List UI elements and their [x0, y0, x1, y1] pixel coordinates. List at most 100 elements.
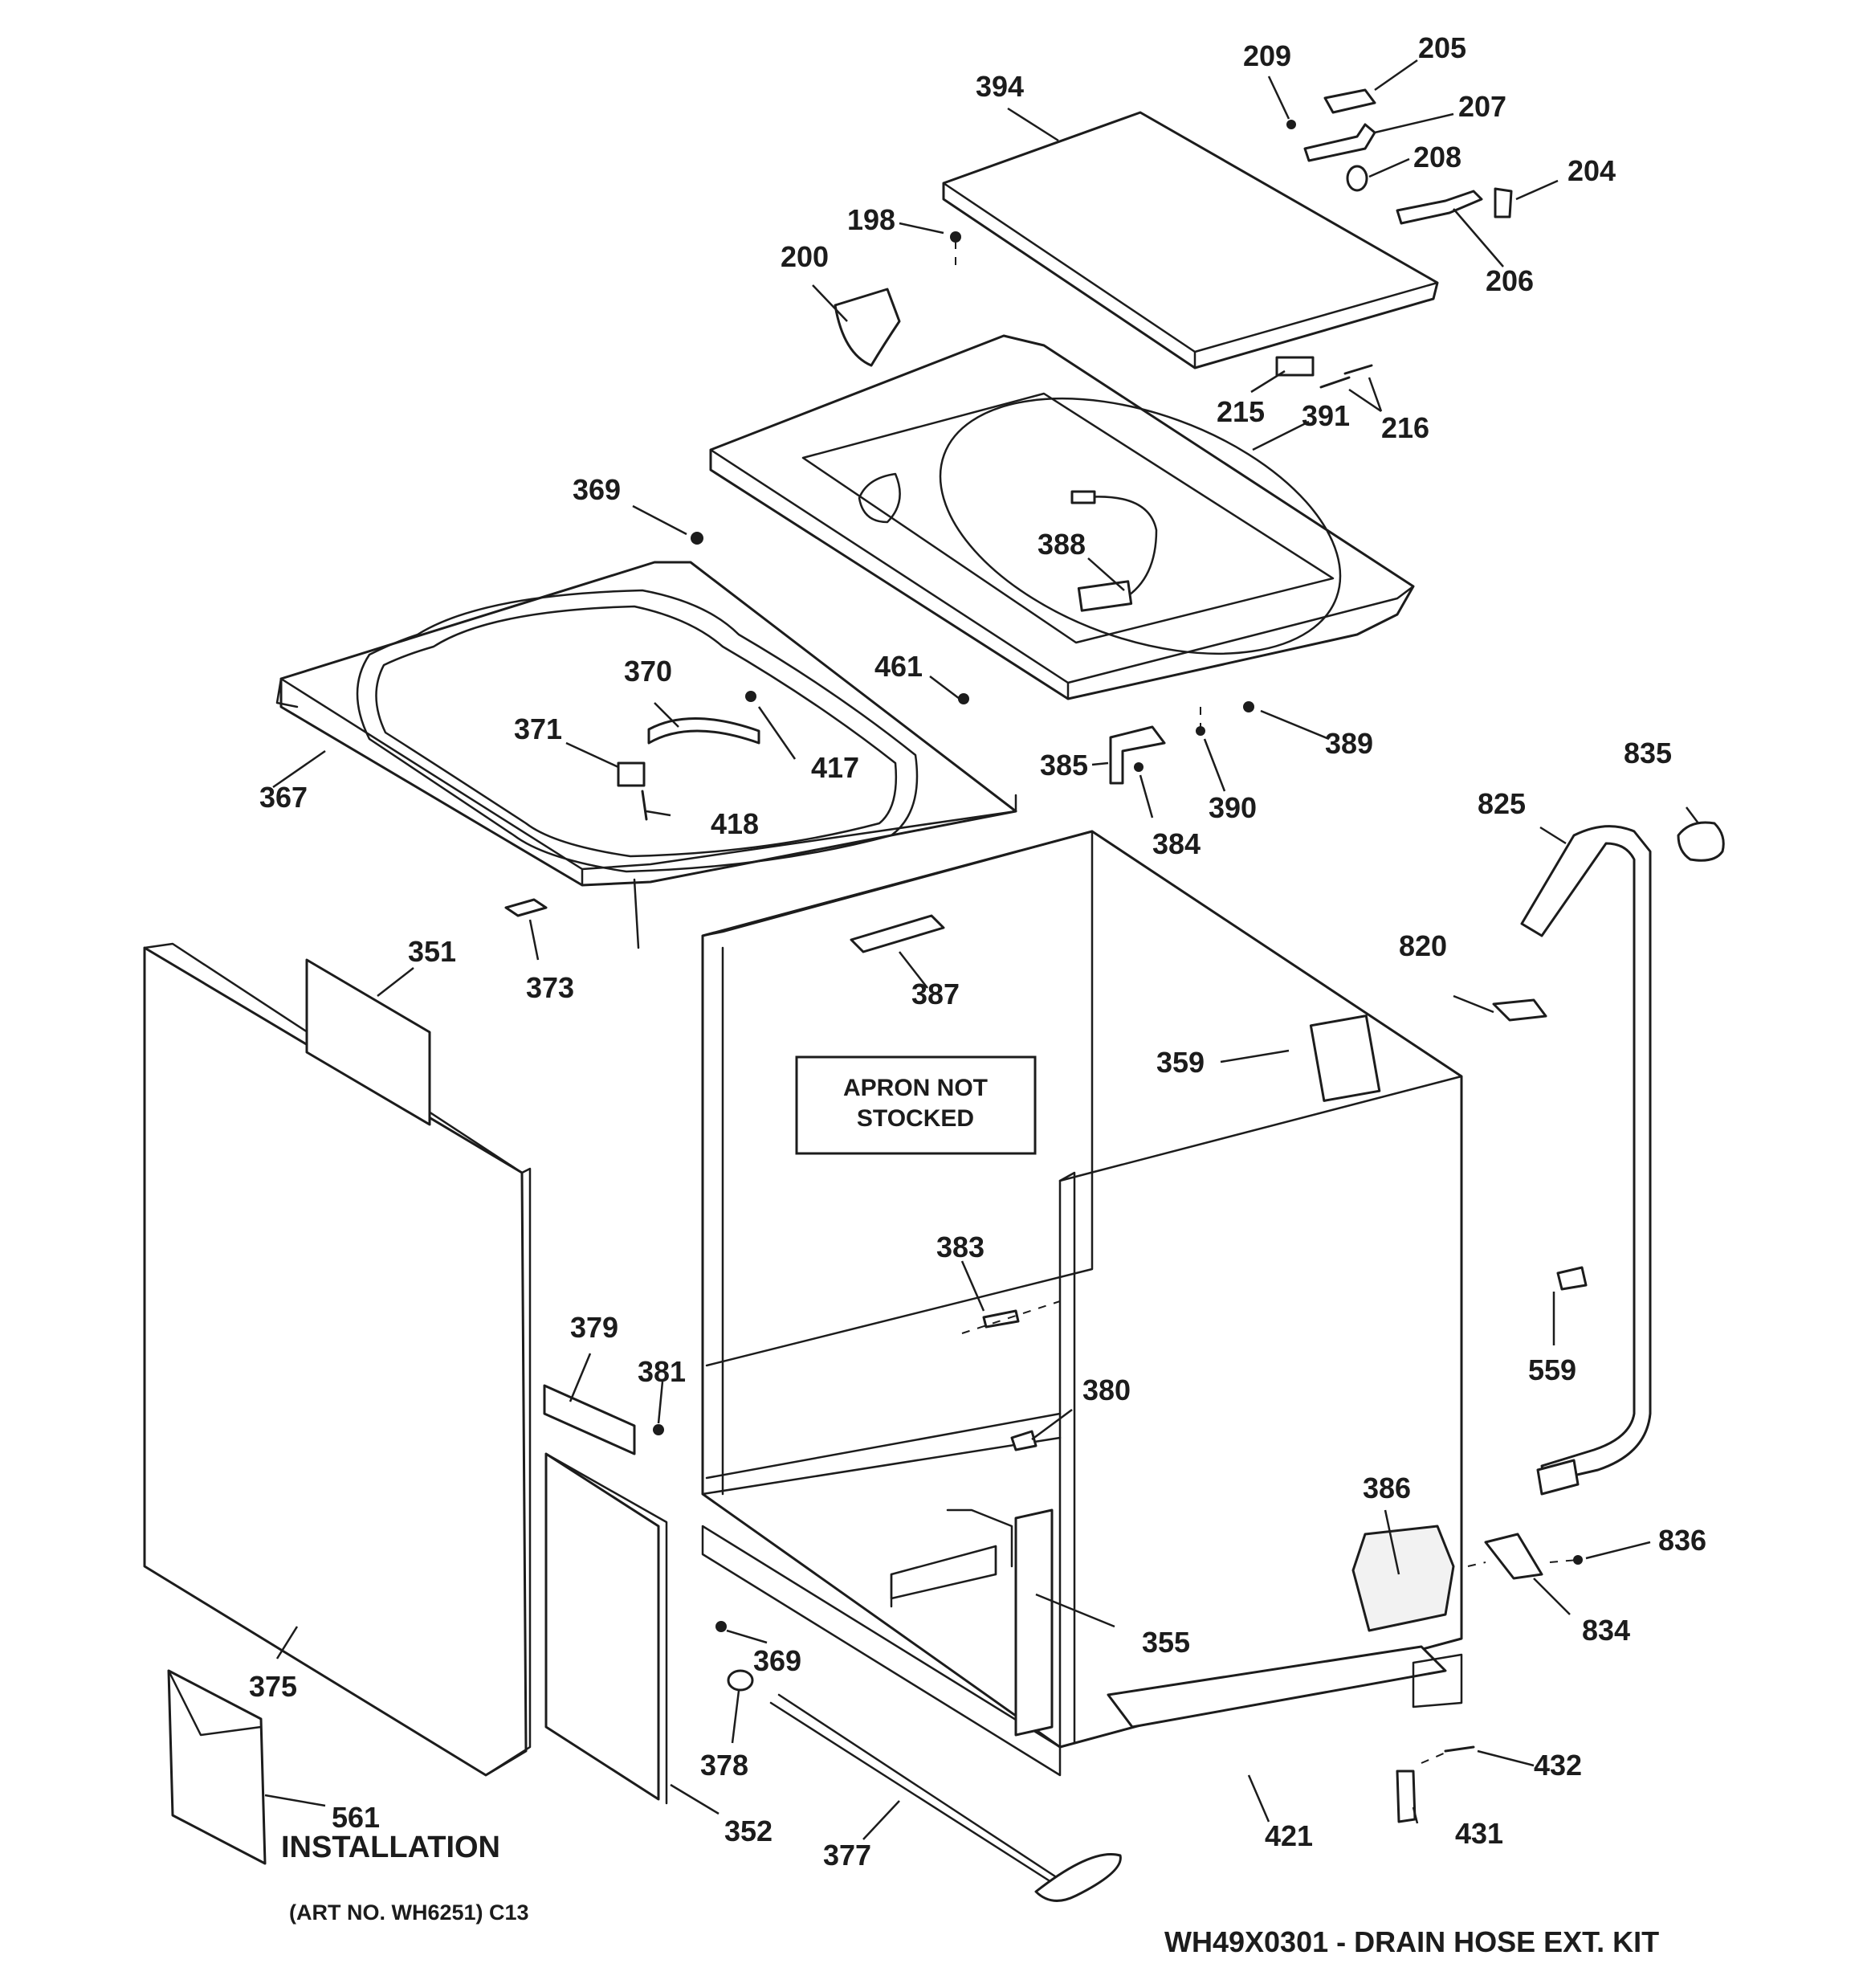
part-labels: 394 209 205 207 208 204 206 198 200 215 … — [249, 31, 1706, 1872]
apron-note-box — [795, 1055, 1037, 1155]
assembly-lines — [955, 241, 1579, 1764]
pin-432 — [1444, 1745, 1475, 1753]
label-559: 559 — [1528, 1353, 1576, 1386]
front-panel-375 — [143, 942, 532, 1777]
bracket-834 — [1484, 1533, 1543, 1580]
label-431: 431 — [1455, 1817, 1503, 1850]
label-387: 387 — [911, 978, 960, 1010]
screw-209 — [1286, 120, 1296, 129]
pin-383 — [982, 1309, 1020, 1329]
pad-215 — [1275, 356, 1315, 377]
leader-lines — [264, 59, 1699, 1840]
leveling-leg-431 — [1396, 1770, 1417, 1823]
label-369-bottom: 369 — [753, 1644, 801, 1677]
label-417: 417 — [811, 751, 859, 784]
label-379: 379 — [570, 1311, 618, 1344]
label-207: 207 — [1458, 90, 1506, 123]
screws-216 — [1319, 364, 1373, 389]
label-820: 820 — [1399, 929, 1447, 962]
clamp-820 — [1492, 998, 1547, 1022]
label-370: 370 — [624, 655, 672, 688]
label-825: 825 — [1478, 787, 1526, 820]
rod-377 — [769, 1693, 1122, 1902]
cabinet — [701, 830, 1463, 1777]
hinge-206 — [1396, 190, 1483, 225]
screw-461 — [958, 693, 969, 704]
kick-panel-352 — [544, 1452, 668, 1805]
apron-note-line2: STOCKED — [857, 1105, 974, 1132]
screw-369-top — [691, 532, 703, 545]
label-378: 378 — [700, 1749, 748, 1782]
label-359: 359 — [1156, 1046, 1205, 1079]
clamp-835 — [1677, 821, 1725, 862]
label-386: 386 — [1363, 1472, 1411, 1504]
screw-418 — [641, 790, 648, 821]
apron-note: APRON NOT STOCKED — [795, 1055, 1037, 1155]
clip-380 — [1010, 1430, 1037, 1451]
top-panel-391 — [709, 334, 1415, 700]
screw-417 — [745, 691, 756, 702]
top-frame-367 — [275, 561, 1017, 949]
label-352: 352 — [724, 1815, 773, 1847]
screw-198 — [950, 231, 961, 243]
screw-390 — [1196, 726, 1205, 736]
hinge-207 — [1303, 123, 1376, 162]
label-432: 432 — [1534, 1749, 1582, 1782]
label-200: 200 — [781, 240, 829, 273]
label-835: 835 — [1624, 737, 1672, 769]
label-381: 381 — [638, 1355, 686, 1388]
kit-note: WH49X0301 - DRAIN HOSE EXT. KIT — [1164, 1925, 1659, 1958]
bracket-204 — [1494, 187, 1513, 218]
bushing-208 — [1346, 165, 1368, 192]
label-373: 373 — [526, 971, 574, 1004]
label-208: 208 — [1413, 141, 1461, 173]
label-391: 391 — [1302, 399, 1350, 432]
installation-label: INSTALLATION — [281, 1831, 500, 1864]
screw-369-bottom — [715, 1621, 727, 1632]
apron-note-line1: APRON NOT — [843, 1075, 988, 1101]
label-209: 209 — [1243, 39, 1291, 72]
label-351: 351 — [408, 935, 456, 968]
clip-373 — [504, 898, 548, 917]
label-390: 390 — [1209, 791, 1257, 824]
label-388: 388 — [1037, 528, 1086, 561]
art-number: (ART NO. WH6251) C13 — [289, 1900, 529, 1925]
label-383: 383 — [936, 1231, 984, 1263]
label-385: 385 — [1040, 749, 1088, 782]
installation-packet-561 — [167, 1669, 267, 1865]
drain-hose-825 — [1520, 821, 1725, 1496]
screw-389 — [1243, 701, 1254, 712]
label-206: 206 — [1486, 264, 1534, 297]
label-198: 198 — [847, 203, 895, 236]
screw-384 — [1134, 762, 1143, 772]
label-836: 836 — [1658, 1524, 1706, 1557]
label-215: 215 — [1217, 395, 1265, 428]
harness-connector-388 — [1070, 490, 1096, 504]
label-377: 377 — [823, 1839, 871, 1872]
label-369-top: 369 — [573, 473, 621, 506]
label-389: 389 — [1325, 727, 1373, 760]
label-384: 384 — [1152, 827, 1201, 860]
label-561: 561 — [332, 1801, 380, 1834]
clip-371 — [617, 761, 646, 787]
label-367: 367 — [259, 781, 308, 814]
handle-200 — [834, 288, 901, 367]
rail-379 — [543, 1384, 636, 1455]
label-371: 371 — [514, 712, 562, 745]
label-461: 461 — [874, 650, 923, 683]
label-355: 355 — [1142, 1626, 1190, 1659]
bracket-387 — [850, 914, 945, 953]
label-380: 380 — [1082, 1374, 1131, 1406]
hinge-205 — [1323, 88, 1376, 114]
screw-381 — [653, 1424, 664, 1435]
bracket-385 — [1109, 725, 1166, 785]
label-421: 421 — [1265, 1819, 1313, 1852]
label-394: 394 — [976, 70, 1024, 103]
label-375: 375 — [249, 1670, 297, 1703]
lid-394 — [942, 111, 1439, 369]
foot-378 — [727, 1669, 754, 1692]
harness-559 — [1556, 1266, 1588, 1291]
label-834: 834 — [1582, 1614, 1630, 1647]
screw-836 — [1573, 1555, 1583, 1565]
